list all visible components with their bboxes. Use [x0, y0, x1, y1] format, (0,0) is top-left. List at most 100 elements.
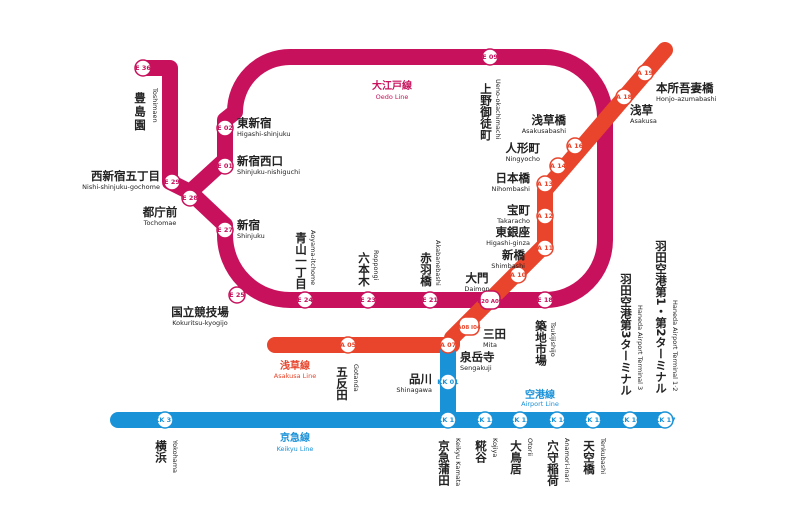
station-name: 羽田空港第3ターミナル [619, 273, 633, 396]
station-higashi-shinjuku[interactable]: E 02 東新宿 Higashi-shinjuku [216, 116, 291, 138]
station-marker [536, 175, 554, 193]
station-takaracho[interactable]: A 12 宝町 Takaracho [496, 203, 554, 225]
station-name-en: Ningyocho [506, 155, 540, 163]
station-name-en: Higashi-shinjuku [237, 130, 291, 138]
station-marker [439, 336, 457, 354]
asakusa-line-name-en: Asakusa Line [274, 372, 316, 380]
station-akabanebashi[interactable]: E 21 赤羽橋 Akabanebashi [419, 240, 442, 309]
station-name-en: Nishi-shinjuku-gochome [82, 183, 160, 191]
station-name-en: Tochomae [143, 219, 177, 227]
station-code: KK 01 [437, 378, 459, 386]
station-nihombashi[interactable]: A 13 日本橋 Nihombashi [491, 171, 554, 193]
station-aoyama-itchome[interactable]: E 24 青山一丁目 Aoyama-itchome [294, 230, 317, 309]
station-roppongi[interactable]: E 23 六本木 Roppongi [357, 250, 380, 309]
station-name-en: Haneda Airport Terminal 1·2 [671, 300, 679, 391]
station-code: E20 A09 [477, 299, 502, 305]
station-ueno-okachimachi[interactable]: E 09 上野御徒町 Ueno-okachimachi [479, 48, 502, 141]
station-name: 東新宿 [237, 116, 272, 130]
station-gotanda[interactable]: A 05 五反田 Gotanda [335, 336, 360, 401]
station-code: E 23 [360, 296, 376, 304]
station-code: E 02 [217, 124, 233, 132]
station-code: A 07 [440, 341, 456, 349]
station-tenkubashi[interactable]: KK 15 天空橋 Tenkubashi [582, 411, 607, 475]
station-anamori-inari[interactable]: KK 14 穴守稲荷 Anamori-inari [546, 411, 571, 487]
station-name: 糀谷 [474, 439, 488, 464]
station-name: 東銀座 [496, 225, 531, 239]
station-yokohama[interactable]: KK 37 横浜 Yokohama [154, 411, 179, 473]
station-name-en: Shinjuku [237, 232, 265, 240]
station-name-en: Higashi-ginza [486, 239, 530, 247]
station-name-en: Asakusabashi [522, 127, 566, 135]
station-code: KK 12 [474, 416, 495, 424]
station-kojiya[interactable]: KK 12 糀谷 Kojiya [474, 411, 499, 464]
station-marker [621, 411, 639, 429]
station-code: A 18 [616, 93, 633, 101]
station-daimon[interactable]: E20 A09 大門 Daimon [464, 271, 503, 310]
airport-line-name: 空港線 [525, 388, 555, 401]
station-toshimaen[interactable]: E 36 豊島園 Toshimaen [133, 59, 159, 133]
station-name-en: Daimon [464, 285, 489, 293]
keikyu-line-label: 京急線 Keikyu Line [277, 431, 314, 453]
station-shimbashi[interactable]: A 10 新橋 Shimbashi [491, 248, 527, 284]
station-mita[interactable]: A08 I04 三田 Mita [457, 316, 506, 349]
station-name-en: Shinagawa [396, 386, 432, 394]
keikyu-line-name: 京急線 [280, 431, 310, 444]
station-marker [509, 266, 527, 284]
station-marker [359, 291, 377, 309]
station-name-en: Takaracho [496, 217, 530, 225]
station-name-en: Tenkubashi [599, 437, 607, 474]
station-name: 天空橋 [582, 440, 596, 475]
station-code: E 21 [422, 296, 438, 304]
station-name: 浅草 [630, 103, 653, 117]
station-code: KK 16 [619, 416, 641, 424]
station-shinjuku-nishiguchi[interactable]: E 01 新宿西口 Shinjuku-nishiguchi [216, 154, 300, 176]
station-name-en: Mita [483, 341, 497, 349]
station-shinagawa[interactable]: KK 01 品川 Shinagawa [396, 372, 459, 394]
station-asakusa[interactable]: A 18 浅草 Asakusa [615, 88, 657, 125]
station-tsukijishijo[interactable]: E 18 築地市場 Tsukijishijo [534, 291, 557, 367]
station-marker [536, 291, 554, 309]
station-sengakuji[interactable]: A 07 泉岳寺 Sengakuji [439, 336, 495, 372]
station-kokuritsu-kyogijo[interactable]: E 25 国立競技場 Kokuritsu-kyogijo [171, 286, 246, 327]
station-name: 国立競技場 [171, 305, 229, 319]
station-name-en: Nihombashi [491, 185, 530, 193]
station-keikyu-kamata[interactable]: KK 11 京急蒲田 Keikyu Kamata [437, 411, 462, 487]
station-honjo-azumabashi[interactable]: A 19 本所吾妻橋 Honjo-azumabashi [636, 64, 717, 103]
station-code: A 10 [510, 271, 527, 279]
station-haneda-terminal-3[interactable]: KK 16 羽田空港第3ターミナル Haneda Airport Termina… [619, 273, 644, 429]
station-code: KK 17 [654, 416, 675, 424]
station-name: 京急蒲田 [437, 439, 451, 487]
station-name: 都庁前 [142, 205, 178, 219]
station-otorii[interactable]: KK 13 大鳥居 Otorii [509, 411, 534, 475]
station-marker [584, 411, 602, 429]
station-haneda-terminal-1-2[interactable]: KK 17 羽田空港第1・第2ターミナル Haneda Airport Term… [654, 240, 679, 429]
station-name: 五反田 [335, 366, 349, 401]
station-name: 大鳥居 [509, 439, 523, 475]
station-marker [636, 64, 654, 82]
station-name: 宝町 [507, 203, 530, 217]
station-asakusabashi[interactable]: A 16 浅草橋 Asakusabashi [522, 113, 584, 155]
station-name-en: Shimbashi [491, 262, 525, 270]
oedo-line-label: 大江戸線 Oedo Line [372, 79, 412, 101]
station-code: A 05 [340, 341, 357, 349]
station-code: E 29 [164, 178, 180, 186]
station-marker [296, 291, 314, 309]
airport-keikyu-line [110, 342, 673, 428]
station-code: E 27 [217, 226, 233, 234]
station-tochomae[interactable]: E 28 都庁前 Tochomae [142, 189, 199, 227]
station-name-en: Akabanebashi [434, 240, 442, 286]
station-nishi-shinjuku-gochome[interactable]: E 29 西新宿五丁目 Nishi-shinjuku-gochome [82, 169, 181, 191]
station-shinjuku[interactable]: E 27 新宿 Shinjuku [216, 218, 265, 240]
station-name-en: Tsukijishijo [549, 321, 557, 357]
station-name-en: Gotanda [352, 364, 360, 392]
station-marker [536, 207, 554, 225]
station-name: 横浜 [154, 439, 168, 464]
station-higashi-ginza[interactable]: A 11 東銀座 Higashi-ginza [486, 225, 554, 257]
station-marker [656, 411, 674, 429]
station-code: E 18 [537, 296, 553, 304]
station-ningyocho[interactable]: A 14 人形町 Ningyocho [506, 141, 567, 175]
station-name-en: Anamori-inari [563, 438, 571, 482]
asakusa-line-name: 浅草線 [280, 359, 310, 372]
station-name: 三田 [483, 327, 506, 341]
